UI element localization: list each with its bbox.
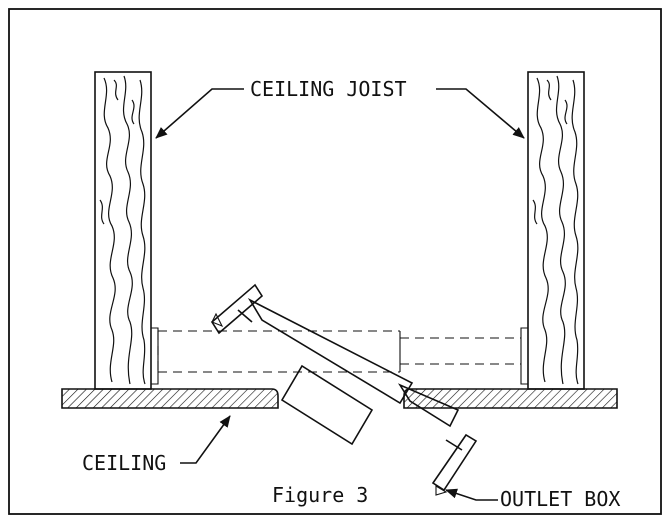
ceiling-leader (180, 415, 231, 464)
ceiling-joist-label: CEILING JOIST (250, 77, 407, 101)
tilted-bar-hanger (210, 283, 478, 496)
figure-caption: Figure 3 (272, 483, 368, 507)
ceiling-joist-leader-right (436, 88, 525, 139)
left-ceiling-joist (94, 71, 159, 390)
outlet-box-leader (445, 488, 498, 501)
dashed-bar-hanger (157, 330, 521, 373)
ceiling-label: CEILING (82, 451, 166, 475)
figure-border (8, 8, 662, 515)
ceiling-joist-leader-left (155, 88, 244, 139)
outlet-box-label: OUTLET BOX (500, 487, 620, 511)
right-ceiling-joist (520, 71, 585, 390)
ceiling-panels (61, 388, 618, 409)
